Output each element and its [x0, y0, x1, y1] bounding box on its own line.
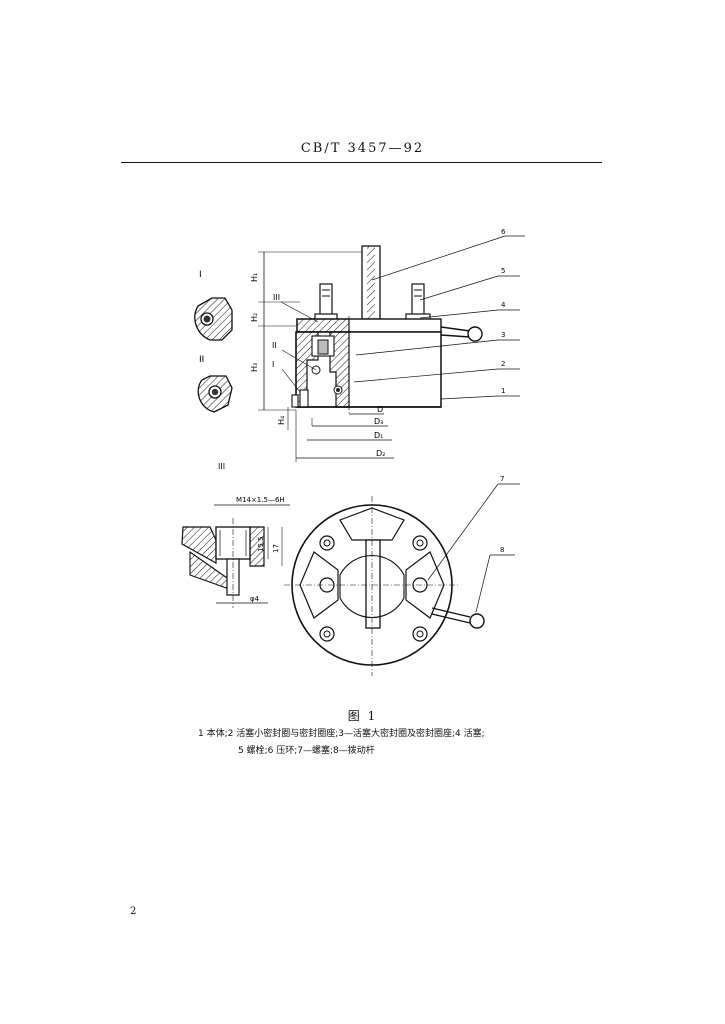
dim-d1: D₁: [374, 431, 383, 440]
detail-ii-view: II: [197, 355, 233, 413]
dim-d3: D₃: [374, 417, 383, 426]
dim-h4: H₄: [277, 416, 286, 425]
mark-ii: II: [272, 341, 277, 350]
detail-i-view: I: [194, 270, 233, 341]
callout-1: 1: [501, 387, 505, 395]
figure-legend-line-1: 1 本体;2 活塞小密封圈与密封圈座;3—活塞大密封圈及密封圈座;4 活塞;: [198, 729, 485, 739]
dim-depth: 15.5: [257, 536, 265, 552]
dim-d: D: [377, 405, 383, 414]
detail-ii-label: II: [199, 355, 204, 365]
dim-length: 17: [272, 544, 280, 553]
main-section-view: H₁ H₂ H₃ H₄ III II I D D₃ D₁ D₂: [250, 228, 525, 462]
detail-iii-label: III: [218, 462, 225, 471]
dim-thread: M14×1.5—6H: [236, 496, 285, 504]
standard-header: CB/T 3457—92: [300, 141, 425, 156]
figure-caption: 图 1: [347, 709, 378, 723]
callout-8: 8: [500, 546, 504, 554]
detail-iii-view: III M14×1.5—6H 15.5 17 φ4: [181, 462, 290, 608]
callout-7: 7: [500, 475, 504, 483]
dim-dia: φ4: [250, 595, 260, 603]
callout-4: 4: [501, 301, 506, 309]
dim-h2: H₂: [250, 313, 259, 322]
mark-iii: III: [273, 293, 280, 302]
mark-i: I: [272, 360, 274, 369]
dim-h1: H₁: [250, 273, 259, 282]
page-number: 2: [130, 906, 137, 917]
dim-d2: D₂: [376, 449, 385, 458]
figure-legend-line-2: 5 螺栓;6 压环;7—螺塞;8—拨动杆: [238, 746, 375, 756]
callout-3: 3: [501, 331, 505, 339]
callout-2: 2: [501, 360, 505, 368]
header-rule: [121, 162, 602, 163]
callout-6: 6: [501, 228, 506, 236]
dim-h3: H₃: [250, 363, 259, 372]
detail-i-label: I: [199, 270, 202, 280]
callout-5: 5: [501, 267, 505, 275]
plan-view: 7 8: [284, 475, 520, 676]
